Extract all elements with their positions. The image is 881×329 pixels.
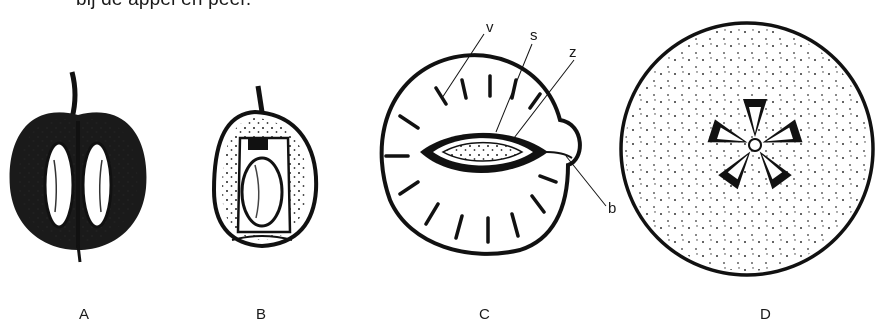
label-b: b bbox=[608, 200, 616, 217]
label-z: z bbox=[569, 44, 577, 61]
caption-a: A bbox=[79, 306, 89, 323]
figure-c: v s z b bbox=[382, 19, 617, 254]
label-s: s bbox=[530, 27, 538, 44]
caption-d: D bbox=[760, 306, 771, 323]
caption-c: C bbox=[479, 306, 490, 323]
label-v: v bbox=[486, 19, 494, 36]
figure-b bbox=[214, 86, 316, 246]
figure-d bbox=[621, 23, 873, 275]
caption-b: B bbox=[256, 306, 266, 323]
figure-a bbox=[10, 72, 147, 262]
